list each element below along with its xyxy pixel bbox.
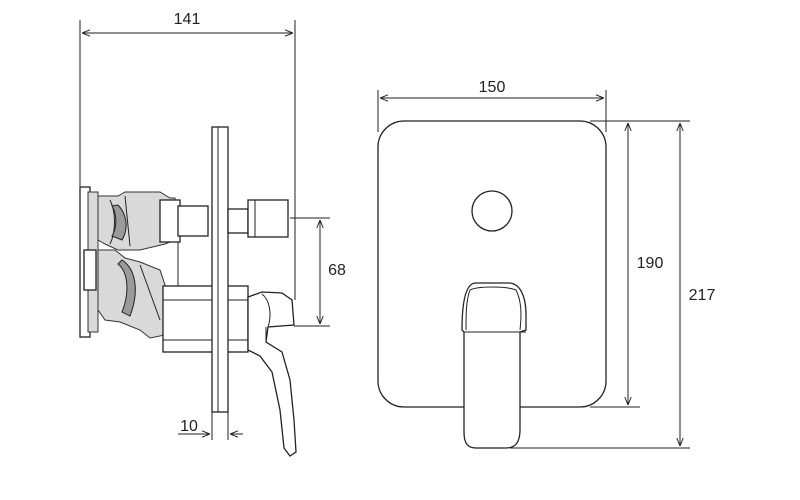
dim-10: 10	[178, 412, 243, 440]
dim-217: 217	[510, 123, 716, 449]
side-lever-handle	[247, 291, 297, 457]
front-lever-handle	[461, 282, 527, 449]
side-lower-body	[97, 249, 249, 353]
side-view: 141 68 10	[79, 11, 346, 457]
dim-141: 141	[79, 11, 296, 300]
dim-141-label: 141	[174, 11, 201, 28]
dim-217-label: 217	[689, 287, 716, 304]
dim-10-label: 10	[180, 418, 198, 435]
dim-190-label: 190	[637, 255, 664, 272]
dim-150-label: 150	[479, 79, 506, 96]
dim-150: 150	[377, 79, 607, 132]
side-diverter-knob	[227, 199, 289, 238]
front-diverter-knob	[471, 190, 513, 232]
dim-68-label: 68	[328, 262, 346, 279]
dim-190: 190	[590, 120, 690, 408]
dim-68: 68	[290, 217, 346, 327]
side-cover-plate	[211, 126, 229, 413]
side-upper-body	[97, 191, 209, 251]
side-base-plate	[79, 186, 99, 338]
front-view: 150 190 217	[377, 79, 716, 449]
